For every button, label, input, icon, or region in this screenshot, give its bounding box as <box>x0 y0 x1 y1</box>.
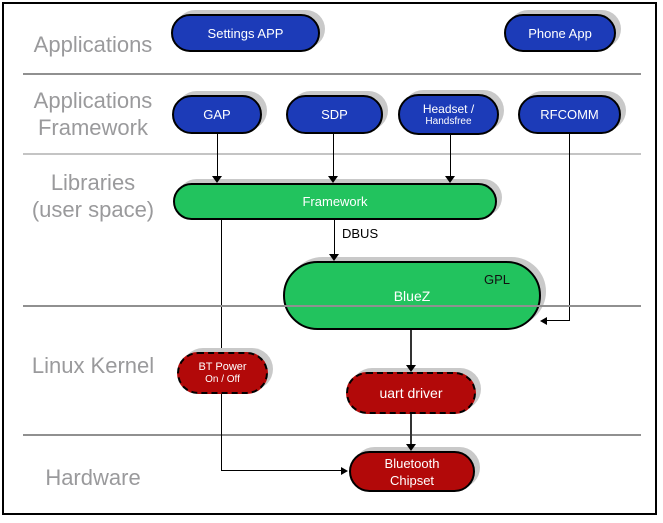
layer-label-applications-framework: Applications Framework <box>33 88 153 140</box>
gpl-license-tag: GPL <box>483 272 510 287</box>
arrowhead-framework-bluez <box>329 254 339 261</box>
node-gap: GAP <box>172 95 262 134</box>
dbus-edge-label: DBUS <box>342 226 379 241</box>
edge-bluez-uart <box>410 330 412 368</box>
edge-rfcomm-bluez-vertical <box>569 133 570 321</box>
arrowhead-framework-chipset <box>341 467 348 475</box>
arrowhead-bluez-uart <box>406 365 416 372</box>
layer-label-libraries: Libraries (user space) <box>31 170 155 222</box>
node-sdp: SDP <box>286 95 383 134</box>
node-bt-power: BT Power On / Off <box>177 352 268 394</box>
edge-framework-chipset-horizontal <box>221 470 341 471</box>
node-bluez: BlueZ GPL <box>283 261 541 330</box>
node-uart-driver: uart driver <box>346 372 476 414</box>
node-settings-app: Settings APP <box>171 14 320 52</box>
edge-uart-chipset <box>410 414 412 445</box>
arrowhead-rfcomm-bluez <box>540 317 547 325</box>
node-phone-app: Phone App <box>504 14 616 52</box>
edge-headset-framework <box>450 134 451 178</box>
divider-libraries <box>23 305 641 307</box>
arrowhead-headset-framework <box>445 176 455 183</box>
edge-sdp-framework <box>333 134 334 178</box>
edge-rfcomm-bluez-horizontal <box>546 320 570 321</box>
node-headset-handsfree: Headset / Handsfree <box>398 94 499 135</box>
edge-framework-chipset-vertical <box>221 219 222 471</box>
edge-gap-framework <box>217 134 218 178</box>
divider-applications <box>23 73 641 75</box>
arrowhead-gap-framework <box>212 176 222 183</box>
layer-label-applications: Applications <box>33 32 153 57</box>
node-framework: Framework <box>173 183 497 220</box>
layer-label-hardware: Hardware <box>45 465 141 490</box>
layer-label-linux-kernel: Linux Kernel <box>31 353 155 378</box>
arrowhead-uart-chipset <box>406 444 416 451</box>
node-bluetooth-chipset: Bluetooth Chipset <box>349 451 475 492</box>
arrowhead-sdp-framework <box>328 176 338 183</box>
divider-kernel <box>23 434 641 436</box>
edge-framework-bluez <box>334 219 335 255</box>
divider-framework <box>23 153 641 155</box>
outer-border <box>2 2 657 515</box>
node-rfcomm: RFCOMM <box>518 95 621 134</box>
